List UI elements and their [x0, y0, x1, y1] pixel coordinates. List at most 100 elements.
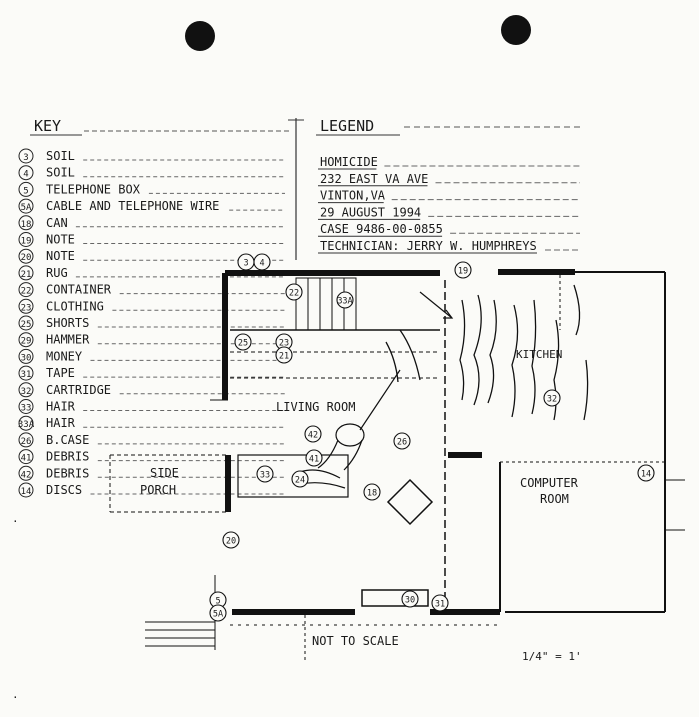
- room-label-porch: PORCH: [140, 483, 176, 497]
- key-item-number: 18: [21, 220, 32, 230]
- key-item-label: NOTE: [46, 249, 75, 263]
- key-item-number: 4: [23, 170, 28, 180]
- legend-line: CASE 9486-00-0855: [318, 222, 580, 237]
- key-item-marker: [18, 265, 34, 281]
- key-item-marker: [18, 148, 34, 164]
- evidence-marker-circle: [637, 464, 655, 482]
- key-item-number: 33: [21, 404, 32, 414]
- key-item-label: CAN: [46, 216, 68, 230]
- evidence-marker: 26: [393, 432, 411, 450]
- legend-line-text: 232 EAST VA AVE: [320, 172, 428, 186]
- evidence-marker-number: 21: [279, 351, 289, 361]
- evidence-marker-circle: [222, 531, 240, 549]
- key-item-label: SOIL: [46, 149, 75, 163]
- evidence-marker: 22: [285, 283, 303, 301]
- legend-line: 29 AUGUST 1994: [318, 205, 580, 220]
- key-item-number: 30: [21, 353, 32, 363]
- key-item-label: B.CASE: [46, 433, 89, 447]
- key-item: 18 CAN: [18, 215, 285, 231]
- scribble-2: [473, 294, 482, 406]
- legend-line: VINTON,VA: [318, 189, 580, 204]
- evidence-marker: 14: [637, 464, 655, 482]
- evidence-marker: 24: [291, 470, 309, 488]
- key-item-number: 29: [21, 337, 32, 347]
- legend-line: 232 EAST VA AVE: [318, 172, 580, 187]
- evidence-marker-number: 20: [226, 536, 236, 546]
- scribble-4: [511, 304, 519, 418]
- key-item-marker: [18, 449, 34, 465]
- evidence-marker-circle: [285, 283, 303, 301]
- key-item-marker: [18, 415, 34, 431]
- scribble-6: [553, 319, 560, 421]
- evidence-marker: 30: [401, 590, 419, 608]
- sofa-outline: [237, 454, 349, 498]
- evidence-marker: 31: [431, 594, 449, 612]
- evidence-marker-circle: [304, 425, 322, 443]
- evidence-marker: 33: [256, 465, 274, 483]
- evidence-marker-number: 18: [367, 488, 377, 498]
- key-item-marker: [18, 465, 34, 481]
- key-item-number: 33A: [18, 420, 35, 430]
- evidence-marker-number: 4: [259, 258, 264, 268]
- stray-mark-2: .: [12, 688, 19, 701]
- legend-line-text: 29 AUGUST 1994: [320, 205, 421, 219]
- key-item-number: 21: [21, 270, 32, 280]
- legend-line-text: VINTON,VA: [320, 189, 386, 203]
- key-item-marker: [18, 298, 34, 314]
- evidence-marker-number: 3: [243, 258, 248, 268]
- evidence-marker-number: 19: [458, 266, 468, 276]
- evidence-marker: 5A: [209, 604, 227, 622]
- key-item: 26 B.CASE: [18, 432, 285, 448]
- key-item-number: 5: [23, 186, 28, 196]
- evidence-marker-circle: [393, 432, 411, 450]
- legend-line-text: TECHNICIAN: JERRY W. HUMPHREYS: [320, 239, 537, 253]
- evidence-marker-number: 31: [435, 599, 445, 609]
- key-item-label: NOTE: [46, 233, 75, 247]
- evidence-marker: 41: [305, 449, 323, 467]
- key-item-marker: [18, 165, 34, 181]
- legend-title: LEGEND: [320, 117, 374, 135]
- evidence-marker-number: 24: [295, 475, 305, 485]
- key-item-marker: [18, 399, 34, 414]
- key-item-label: CARTRIDGE: [46, 383, 111, 397]
- room-label-side: SIDE: [150, 466, 179, 480]
- legend-line: TECHNICIAN: JERRY W. HUMPHREYS: [318, 239, 580, 254]
- key-item-marker: [18, 348, 34, 364]
- scribble-10: [385, 341, 399, 383]
- key-title: KEY: [34, 117, 61, 135]
- legend-line-text: CASE 9486-00-0855: [320, 222, 443, 236]
- evidence-marker-number: 42: [308, 430, 318, 440]
- scribble-5: [531, 299, 537, 415]
- evidence-marker-number: 33: [260, 470, 270, 480]
- handwritten-notes: [385, 284, 589, 421]
- scale-label: 1/4" = 1': [522, 650, 582, 663]
- evidence-marker: 20: [222, 531, 240, 549]
- evidence-marker-circle: [454, 261, 472, 279]
- key-item-marker: [18, 482, 34, 498]
- evidence-marker-number: 5: [215, 596, 220, 606]
- arrow-body: [359, 369, 401, 431]
- evidence-marker-circle: [401, 590, 419, 608]
- key-item-number: 26: [21, 437, 32, 447]
- key-item-label: HAMMER: [46, 333, 90, 347]
- key-item-marker: [18, 248, 34, 264]
- evidence-marker-circle: [256, 465, 274, 483]
- key-item-marker: [18, 382, 34, 398]
- scribble-7: [573, 284, 581, 336]
- stray-mark: .: [12, 512, 19, 525]
- evidence-marker-number: 5A: [213, 609, 223, 619]
- not-to-scale-label: NOT TO SCALE: [312, 634, 399, 648]
- scribble-9: [399, 329, 421, 381]
- key-item-label: DISCS: [46, 483, 82, 497]
- key-item-marker: [18, 432, 34, 448]
- evidence-marker: 33A: [336, 291, 354, 309]
- binder-hole-right: [501, 15, 531, 45]
